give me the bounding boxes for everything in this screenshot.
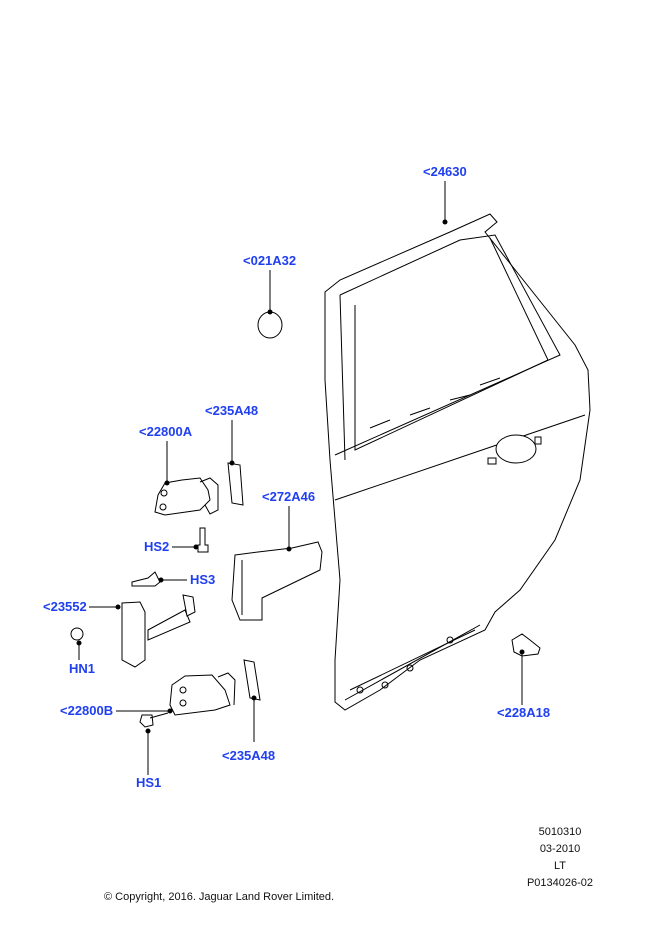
check-strap-part bbox=[121, 594, 196, 668]
illustration-id: P0134026-02 bbox=[526, 877, 594, 889]
callout-272A46[interactable]: <272A46 bbox=[262, 489, 316, 504]
callout-235A48-upper[interactable]: <235A48 bbox=[205, 403, 259, 418]
callout-24630[interactable]: <24630 bbox=[423, 164, 467, 179]
callout-23552[interactable]: <23552 bbox=[43, 599, 87, 614]
callout-HS2[interactable]: HS2 bbox=[144, 539, 170, 554]
callout-22800A[interactable]: <22800A bbox=[139, 424, 193, 439]
nut-hn1-part bbox=[70, 627, 84, 641]
drawing-date: 03-2010 bbox=[539, 843, 581, 855]
drawing-variant: LT bbox=[553, 860, 567, 872]
check-arm-cover-part bbox=[231, 541, 323, 621]
callout-021A32[interactable]: <021A32 bbox=[243, 253, 297, 268]
callout-235A48-lower[interactable]: <235A48 bbox=[222, 748, 276, 763]
callout-HS3[interactable]: HS3 bbox=[190, 572, 216, 587]
rear-door-shell bbox=[324, 213, 591, 711]
lower-hinge-part bbox=[169, 672, 236, 716]
callout-HN1[interactable]: HN1 bbox=[69, 661, 96, 676]
lower-shim-part bbox=[243, 659, 261, 701]
plug-part bbox=[257, 311, 283, 339]
callout-22800B[interactable]: <22800B bbox=[60, 703, 114, 718]
copyright-notice: © Copyright, 2016. Jaguar Land Rover Lim… bbox=[104, 891, 335, 903]
callout-HS1[interactable]: HS1 bbox=[136, 775, 162, 790]
drawing-code: 5010310 bbox=[538, 826, 582, 838]
screw-hs1-part bbox=[139, 712, 169, 728]
upper-hinge-part bbox=[154, 477, 219, 516]
leader-lines bbox=[76, 181, 525, 775]
screw-hs2-part bbox=[197, 527, 209, 553]
bumper-part bbox=[511, 633, 541, 657]
callout-228A18[interactable]: <228A18 bbox=[497, 705, 551, 720]
screw-hs3-part bbox=[131, 571, 161, 587]
upper-shim-part bbox=[227, 462, 244, 506]
